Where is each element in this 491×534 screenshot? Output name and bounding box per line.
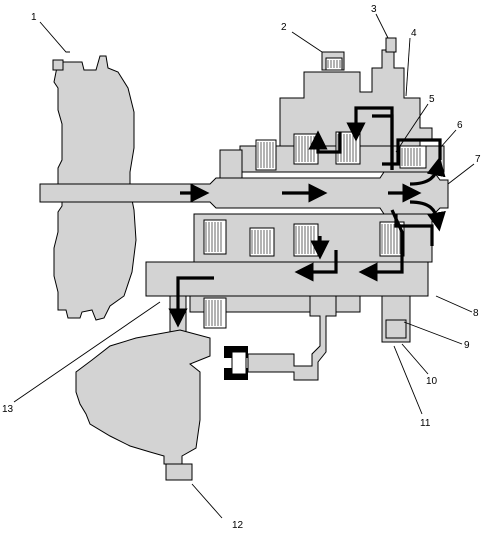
countershaft [145,261,429,343]
callout-6: 6 [457,120,463,131]
callout-9: 9 [464,340,470,351]
callout-11: 11 [420,418,431,429]
callout-4: 4 [411,28,417,39]
power-flow-arrows [168,106,446,328]
callout-2: 2 [281,22,287,33]
mainshaft [39,171,449,215]
callout-3: 3 [371,4,377,15]
leader-lines [13,13,475,519]
callout-12: 12 [232,520,244,531]
upper-clutch-packs [255,57,427,171]
callout-labels: 1 2 3 4 5 6 7 8 9 10 11 12 13 [2,4,481,531]
differential [75,329,211,481]
callout-5: 5 [429,94,435,105]
callout-8: 8 [473,308,479,319]
secondary-shaft [224,295,337,381]
callout-10: 10 [426,376,438,387]
callout-7: 7 [475,154,481,165]
callout-13: 13 [2,404,14,415]
callout-1: 1 [31,12,37,23]
lower-gear-cluster [193,213,433,263]
